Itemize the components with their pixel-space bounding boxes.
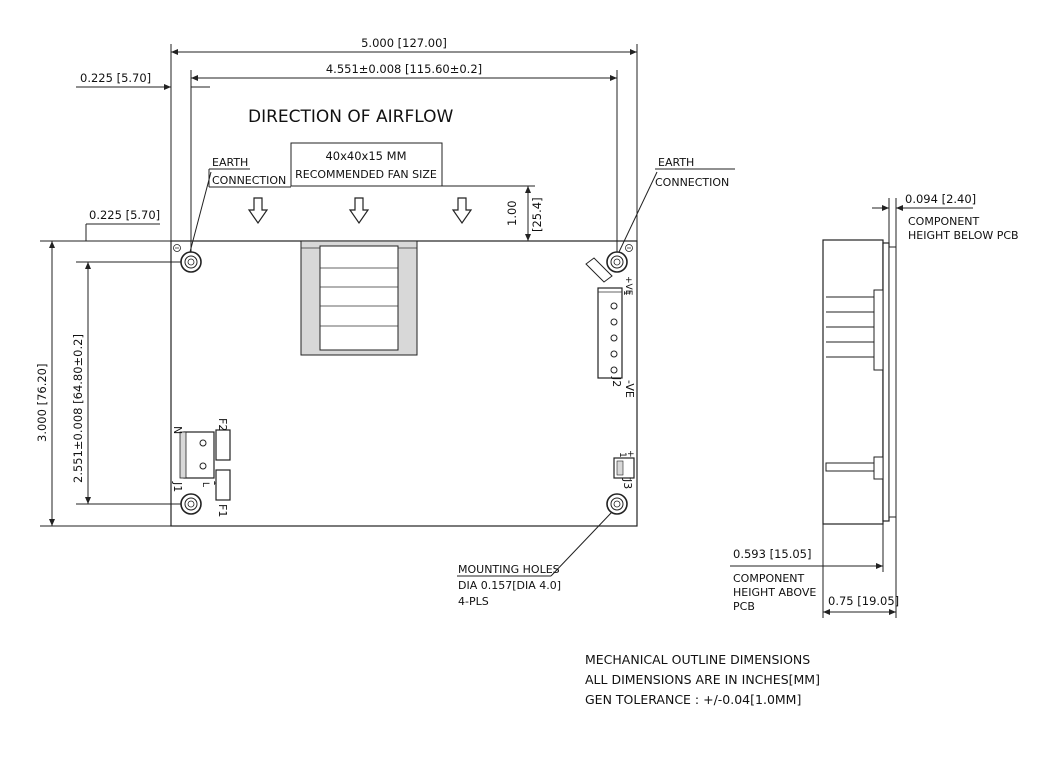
below-pcb-label: 0.094 [2.40] bbox=[905, 192, 976, 206]
side-j3-pin bbox=[825, 462, 875, 472]
hole-spacing-height-label: 2.551±0.008 [64.80±0.2] bbox=[71, 334, 85, 483]
airflow-arrow-icon bbox=[247, 197, 269, 225]
overall-height-dimension bbox=[40, 241, 171, 527]
earth-callout-right bbox=[618, 168, 735, 253]
mounting-holes-callout bbox=[457, 511, 613, 577]
overall-width-dimension bbox=[170, 44, 638, 241]
left-offset-side-label: 0.225 [5.70] bbox=[89, 208, 160, 222]
above-pcb-line1: COMPONENT bbox=[733, 572, 805, 585]
earth-symbol-left-icon bbox=[173, 244, 181, 252]
overall-width-label: 5.000 [127.00] bbox=[361, 36, 447, 50]
hole-spacing-width-label: 4.551±0.008 [115.60±0.2] bbox=[326, 62, 482, 76]
connector-j2 bbox=[597, 287, 623, 379]
side-j3-body bbox=[873, 456, 884, 480]
below-pcb-line1: COMPONENT bbox=[908, 215, 980, 228]
connector-j1 bbox=[179, 431, 215, 479]
above-pcb-label: 0.593 [15.05] bbox=[733, 547, 811, 561]
j3-label: J3 bbox=[621, 478, 634, 489]
below-pcb-line2: HEIGHT BELOW PCB bbox=[908, 229, 1019, 242]
above-pcb-line2: HEIGHT ABOVE bbox=[733, 586, 816, 599]
earth-right-line1: EARTH bbox=[658, 156, 694, 169]
transformer bbox=[300, 240, 418, 356]
fan-size-box: 40x40x15 MM RECOMMENDED FAN SIZE bbox=[290, 142, 443, 187]
j1-n-mark: N bbox=[171, 426, 184, 434]
earth-right-line2: CONNECTION bbox=[655, 176, 729, 189]
mounting-hole-bottom-right bbox=[606, 493, 628, 515]
airflow-arrow-icon bbox=[348, 197, 370, 225]
fuse-f2 bbox=[215, 429, 231, 461]
fuse-f1 bbox=[215, 469, 231, 501]
j2-label: J2 bbox=[610, 376, 623, 387]
mounting-holes-line2: DIA 0.157[DIA 4.0] bbox=[458, 579, 561, 592]
component-envelope bbox=[822, 239, 884, 525]
fan-clearance-mm: [25.4] bbox=[530, 197, 544, 232]
below-pcb-dimension bbox=[872, 198, 973, 247]
f2-label: F2 bbox=[216, 418, 229, 431]
f1-label: F1 bbox=[216, 504, 229, 517]
earth-left-line1: EARTH bbox=[212, 156, 248, 169]
earth-left-line2: CONNECTION bbox=[212, 174, 286, 187]
earth-callout-left bbox=[189, 168, 291, 253]
j1-label: J1 bbox=[171, 481, 184, 492]
connector-j3 bbox=[613, 457, 635, 479]
j1-l-mark: L bbox=[200, 482, 210, 487]
mounting-holes-line1: MOUNTING HOLES bbox=[458, 563, 560, 576]
overall-height-label: 3.000 [76.20] bbox=[35, 364, 49, 442]
pcb-edge bbox=[882, 242, 890, 522]
left-offset-side-dimension bbox=[40, 223, 181, 263]
j3-pin1-mark: 1 bbox=[617, 452, 627, 458]
above-pcb-line3: PCB bbox=[733, 600, 755, 613]
svg-text:40x40x15 MM: 40x40x15 MM bbox=[325, 149, 406, 163]
side-connector-body bbox=[873, 289, 884, 371]
fan-clearance-in: 1.00 bbox=[505, 200, 519, 226]
j2-pin1-mark: 1 bbox=[621, 290, 631, 296]
hole-spacing-width-dimension bbox=[190, 70, 618, 252]
earth-symbol-right-icon bbox=[625, 244, 633, 252]
j2-plus-ve-mark: +VE bbox=[623, 276, 633, 296]
hole-spacing-height-dimension bbox=[76, 262, 181, 505]
total-height-dimension bbox=[822, 517, 897, 618]
below-pcb-components bbox=[888, 246, 897, 518]
earth-lug bbox=[585, 257, 613, 283]
note-line1: MECHANICAL OUTLINE DIMENSIONS bbox=[585, 652, 810, 667]
note-line3: GEN TOLERANCE : +/-0.04[1.0MM] bbox=[585, 692, 801, 707]
total-height-label: 0.75 [19.05] bbox=[828, 594, 899, 608]
j2-minus-ve-mark: -VE bbox=[623, 380, 636, 398]
j3-minus-mark: - bbox=[625, 477, 635, 480]
note-line2: ALL DIMENSIONS ARE IN INCHES[MM] bbox=[585, 672, 820, 687]
fan-clearance-dimension bbox=[442, 185, 535, 241]
airflow-arrow-icon bbox=[451, 197, 473, 225]
airflow-title: DIRECTION OF AIRFLOW bbox=[248, 107, 453, 127]
svg-text:RECOMMENDED FAN SIZE: RECOMMENDED FAN SIZE bbox=[295, 168, 437, 181]
mounting-holes-line3: 4-PLS bbox=[458, 595, 489, 608]
above-pcb-dimension bbox=[730, 524, 884, 572]
left-offset-top-label: 0.225 [5.70] bbox=[80, 71, 151, 85]
top-view: +VE 1 J2 -VE + 1 J3 - N 1 J1 L F2 F1 bbox=[170, 240, 638, 527]
j3-plus-mark: + bbox=[625, 450, 635, 458]
side-view bbox=[822, 239, 897, 525]
